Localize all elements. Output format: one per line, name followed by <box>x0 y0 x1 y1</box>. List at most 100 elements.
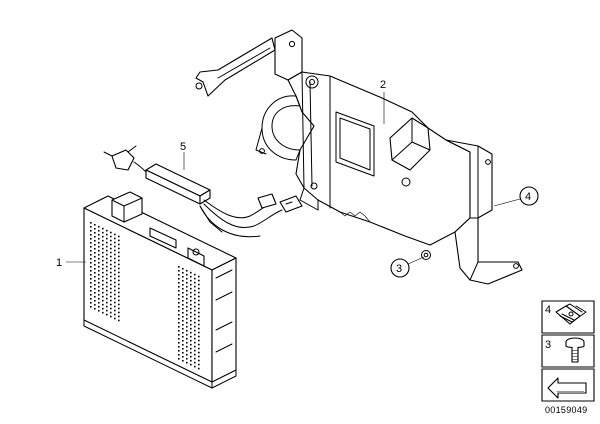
vent-hole <box>90 258 92 260</box>
vent-hole <box>194 357 196 360</box>
callout-5[interactable]: 5 <box>180 141 186 170</box>
vent-hole <box>110 303 112 306</box>
vent-hole <box>118 311 120 314</box>
vent-hole <box>182 359 184 362</box>
vent-hole <box>198 323 200 326</box>
vent-hole <box>118 287 120 290</box>
vent-hole <box>110 235 112 238</box>
vent-hole <box>194 297 196 300</box>
vent-hole <box>114 297 116 300</box>
vent-hole <box>106 241 108 244</box>
control-unit-part[interactable] <box>83 191 237 389</box>
vent-hole <box>98 309 100 312</box>
vent-hole <box>90 226 92 228</box>
vent-hole <box>118 247 120 250</box>
document-number: 00159049 <box>545 405 587 415</box>
callout-1[interactable]: 1 <box>56 257 86 269</box>
vent-hole <box>98 289 100 292</box>
callout-4[interactable]: 4 <box>493 186 539 207</box>
vent-hole <box>110 251 112 254</box>
vent-hole <box>182 347 184 350</box>
vent-hole <box>98 245 100 248</box>
vent-hole <box>94 239 96 242</box>
vent-hole <box>102 287 104 290</box>
callout-2[interactable]: 2 <box>380 79 386 124</box>
vent-hole <box>98 241 100 244</box>
vent-hole <box>182 335 184 338</box>
callout-label-3: 3 <box>396 263 402 275</box>
vent-hole <box>114 281 116 284</box>
vent-hole <box>90 302 92 304</box>
vent-hole <box>178 346 180 348</box>
vent-hole <box>94 251 96 254</box>
vent-hole <box>186 333 188 336</box>
vent-hole <box>94 271 96 274</box>
vent-hole <box>110 263 112 266</box>
vent-hole <box>194 361 196 364</box>
vent-hole <box>182 351 184 354</box>
legend-label-4: 4 <box>545 304 551 316</box>
mounting-bracket-part[interactable] <box>195 29 523 285</box>
vent-hole <box>178 282 180 284</box>
callout-label-1: 1 <box>56 257 62 269</box>
vent-hole <box>106 313 108 316</box>
vent-hole <box>110 307 112 310</box>
vent-hole <box>94 255 96 258</box>
callout-label-5: 5 <box>180 141 186 153</box>
vent-hole <box>110 291 112 294</box>
vent-hole <box>94 227 96 230</box>
vent-hole <box>114 277 116 280</box>
vent-hole <box>190 351 192 354</box>
vent-hole <box>194 273 196 276</box>
vent-hole <box>198 299 200 302</box>
vent-hole <box>198 347 200 350</box>
vent-hole <box>114 237 116 240</box>
vent-hole <box>90 262 92 264</box>
vent-hole <box>198 291 200 294</box>
vent-hole <box>98 301 100 304</box>
vent-hole <box>98 273 100 276</box>
vent-hole <box>186 281 188 284</box>
vent-hole <box>182 307 184 310</box>
vent-hole <box>198 283 200 286</box>
vent-hole <box>90 278 92 280</box>
spring-clip-nut-icon[interactable] <box>555 303 587 325</box>
vent-hole <box>198 335 200 338</box>
vent-hole <box>178 334 180 336</box>
vent-hole <box>90 298 92 300</box>
vent-hole <box>190 347 192 350</box>
vent-hole <box>102 295 104 298</box>
vent-hole <box>190 299 192 302</box>
vent-hole <box>186 293 188 296</box>
cable-harness-part[interactable] <box>103 145 303 238</box>
vent-hole <box>106 237 108 240</box>
vent-hole <box>186 285 188 288</box>
vent-hole <box>186 289 188 292</box>
vent-hole <box>106 253 108 256</box>
vent-hole <box>118 235 120 238</box>
callout-3[interactable]: 3 <box>390 256 425 278</box>
vent-hole <box>102 231 104 234</box>
vent-hole <box>98 253 100 256</box>
vent-hole <box>90 286 92 288</box>
vent-hole <box>194 317 196 320</box>
vent-hole <box>106 289 108 292</box>
vent-hole <box>118 279 120 282</box>
vent-hole <box>194 289 196 292</box>
vent-hole <box>178 326 180 328</box>
vent-hole <box>198 279 200 282</box>
vent-hole <box>178 266 180 268</box>
vent-hole <box>186 325 188 328</box>
vent-hole <box>198 287 200 290</box>
vent-hole <box>194 305 196 308</box>
vent-hole <box>190 287 192 290</box>
vent-hole <box>178 306 180 308</box>
vent-hole <box>98 265 100 268</box>
vent-hole <box>182 299 184 302</box>
hex-bolt-icon[interactable] <box>565 337 585 363</box>
vent-hole <box>194 337 196 340</box>
vent-hole <box>94 243 96 246</box>
vent-hole <box>190 327 192 330</box>
vent-hole <box>94 303 96 306</box>
